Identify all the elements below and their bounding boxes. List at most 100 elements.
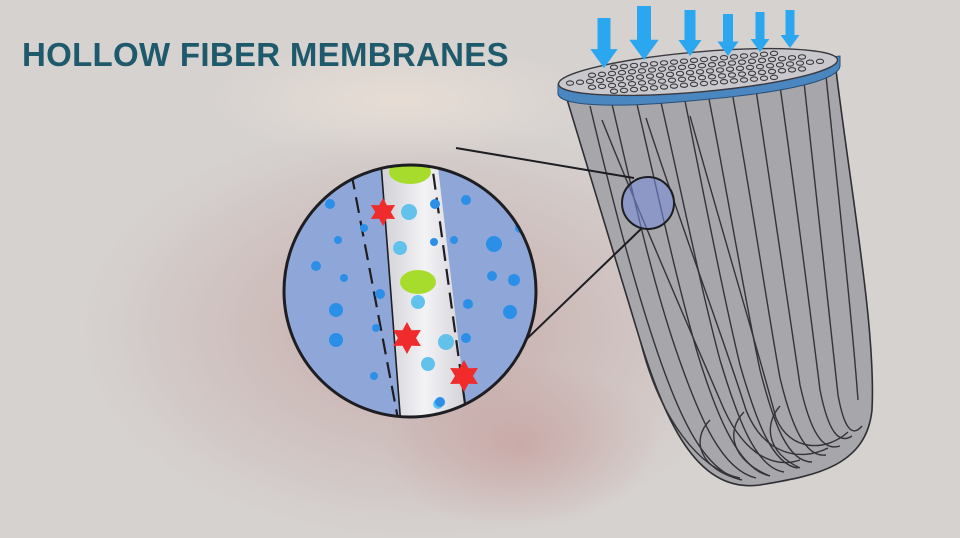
- cap-hole: [665, 71, 675, 78]
- star-particle-icon: [393, 322, 421, 354]
- small-particle: [311, 261, 321, 271]
- cap-hole: [709, 55, 719, 62]
- light-particle: [393, 241, 407, 255]
- flow-arrow-icon: [590, 18, 618, 68]
- cap-hole: [777, 67, 787, 74]
- fiber-bundle: [564, 69, 874, 487]
- small-particle: [372, 324, 380, 332]
- cap-hole: [687, 75, 697, 82]
- cap-hole: [719, 78, 729, 85]
- flow-arrows: [590, 6, 800, 68]
- cap-hole: [627, 68, 637, 75]
- cap-hole: [595, 77, 605, 84]
- cap-hole: [619, 87, 629, 94]
- light-particle: [411, 295, 425, 309]
- cap-hole: [757, 69, 767, 76]
- small-particle: [430, 238, 438, 246]
- small-particle: [450, 236, 458, 244]
- small-particle: [329, 303, 343, 317]
- cap-hole: [689, 57, 699, 64]
- cap-hole: [609, 64, 619, 71]
- cap-hole: [679, 82, 689, 88]
- cap-hole: [747, 58, 757, 65]
- cap-hole: [615, 76, 625, 82]
- cap-hole: [669, 59, 679, 65]
- cap-hole: [739, 53, 749, 59]
- cap-hole: [707, 74, 717, 80]
- magnified-view: [282, 163, 538, 419]
- cap-hole: [629, 86, 639, 93]
- cap-hole: [759, 75, 769, 82]
- cap-hole: [785, 61, 795, 67]
- cap-holes: [565, 50, 825, 95]
- cap-hole: [619, 63, 629, 70]
- cap-hole: [767, 68, 777, 75]
- cap-hole: [655, 72, 665, 79]
- cap-hole: [725, 66, 735, 72]
- cap-hole: [637, 80, 647, 86]
- cap-hole: [645, 73, 655, 79]
- cap-hole: [769, 74, 779, 81]
- small-particle: [463, 299, 473, 309]
- cap-hole: [777, 55, 787, 62]
- cap-hole: [609, 88, 619, 95]
- cap-hole: [649, 61, 659, 67]
- cap-hole: [755, 63, 765, 70]
- cap-hole: [657, 78, 667, 84]
- background-blur: [200, 40, 600, 160]
- cap-hole: [815, 58, 825, 65]
- cap-hole: [737, 71, 747, 77]
- small-particle: [508, 274, 520, 286]
- cap-hole: [597, 71, 607, 78]
- small-particle: [325, 199, 335, 209]
- fiber-cap: [557, 47, 841, 106]
- cap-hole: [647, 67, 657, 73]
- light-particle: [401, 204, 417, 220]
- cap-hole: [667, 65, 677, 72]
- small-particle: [430, 199, 440, 209]
- cap-hole: [765, 62, 775, 69]
- fiber-wall-right: [428, 165, 472, 417]
- cap-hole: [659, 60, 669, 66]
- cap-hole: [715, 67, 725, 73]
- cap-hole: [797, 54, 807, 60]
- cap-hole: [745, 64, 755, 71]
- cap-hole: [677, 64, 687, 71]
- cap-hole: [739, 77, 749, 83]
- cap-hole: [759, 51, 769, 58]
- small-particle: [360, 224, 368, 232]
- small-particle: [435, 397, 445, 407]
- cap-hole: [657, 66, 667, 72]
- cap-hole: [587, 84, 597, 90]
- cap-hole: [787, 67, 797, 73]
- cap-hole: [749, 52, 759, 58]
- cap-hole: [709, 79, 719, 86]
- cap-hole: [605, 76, 615, 83]
- fiber-edge-left: [379, 165, 403, 417]
- focus-circle: [621, 176, 675, 230]
- small-particle: [487, 271, 497, 281]
- cap-hole: [719, 54, 729, 61]
- cap-hole: [699, 56, 709, 63]
- cap-hole: [747, 70, 757, 77]
- star-particle-icon: [450, 360, 478, 392]
- cap-hole: [639, 61, 649, 68]
- cap-hole: [669, 83, 679, 89]
- cap-hole: [695, 69, 705, 75]
- cap-hole: [727, 72, 737, 78]
- cap-hole: [635, 74, 645, 80]
- cap-hole: [757, 57, 767, 64]
- cap-hole: [679, 58, 689, 64]
- flow-arrow-icon: [678, 10, 702, 56]
- cap-hole: [597, 83, 607, 90]
- cap-hole: [707, 62, 717, 68]
- cap-hole: [667, 77, 677, 84]
- cap-hole: [749, 76, 759, 82]
- cap-hole: [699, 80, 709, 87]
- cap-hole: [585, 78, 595, 85]
- cap-hole: [629, 62, 639, 69]
- cap-hole: [647, 79, 657, 85]
- cap-hole: [689, 81, 699, 88]
- small-particle: [486, 236, 502, 252]
